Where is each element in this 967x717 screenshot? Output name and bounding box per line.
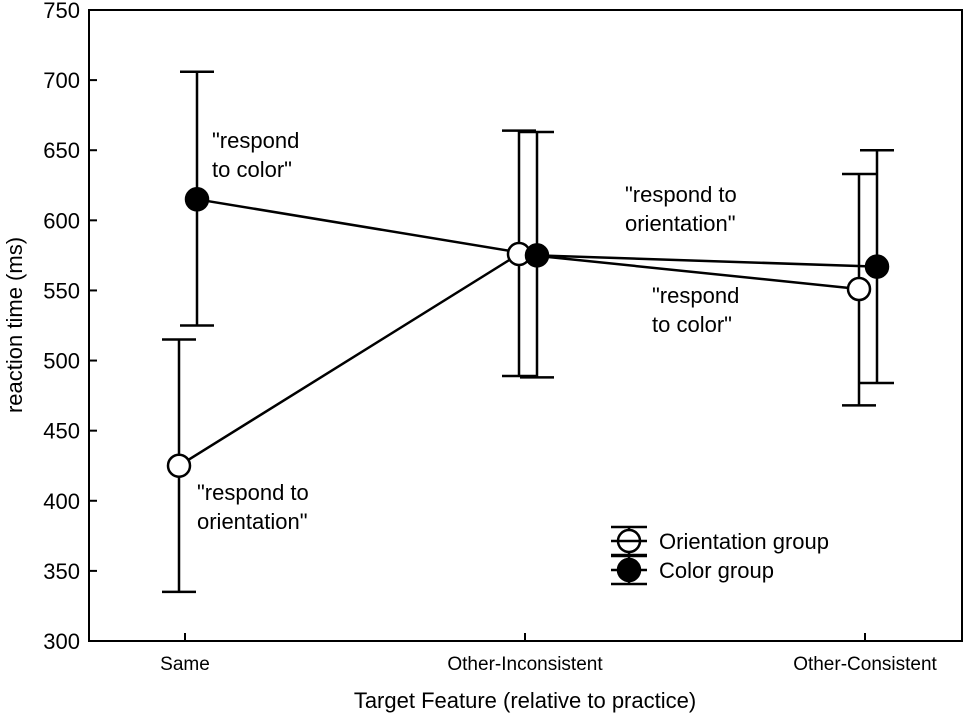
- y-tick-label: 550: [43, 278, 80, 303]
- data-point: [166, 453, 192, 478]
- y-tick-label: 700: [43, 68, 80, 93]
- series-markers: [166, 187, 890, 478]
- y-tick-label: 350: [43, 559, 80, 584]
- series-lines: [178, 198, 878, 467]
- plot-frame: [88, 9, 963, 642]
- y-tick-label: 650: [43, 138, 80, 163]
- data-point: [846, 276, 872, 302]
- data-point: [184, 187, 210, 212]
- x-tick-label: Other-Inconsistent: [447, 654, 603, 675]
- y-tick-label: 600: [43, 208, 80, 233]
- legend-item: Orientation group: [611, 525, 829, 557]
- x-tick-label: Other-Consistent: [793, 654, 937, 675]
- legend-label: Color group: [659, 558, 774, 583]
- data-point: [524, 243, 550, 268]
- y-tick-label: 750: [43, 0, 80, 23]
- y-tick-label: 500: [43, 349, 80, 374]
- x-tick-label: Same: [160, 654, 210, 675]
- y-axis-label: reaction time (ms): [2, 237, 27, 413]
- y-axis: 300 350 400 450 500 550 600 650 700 750: [43, 0, 97, 654]
- legend-marker: [616, 557, 642, 583]
- y-tick-label: 400: [43, 489, 80, 514]
- y-tick-label: 300: [43, 629, 80, 654]
- y-tick-label: 450: [43, 419, 80, 444]
- legend-label: Orientation group: [659, 529, 829, 554]
- x-axis: Same Other-Inconsistent Other-Consistent: [160, 633, 938, 675]
- data-point: [864, 254, 890, 279]
- legend-item: Color group: [611, 554, 774, 586]
- x-axis-label: Target Feature (relative to practice): [354, 688, 696, 713]
